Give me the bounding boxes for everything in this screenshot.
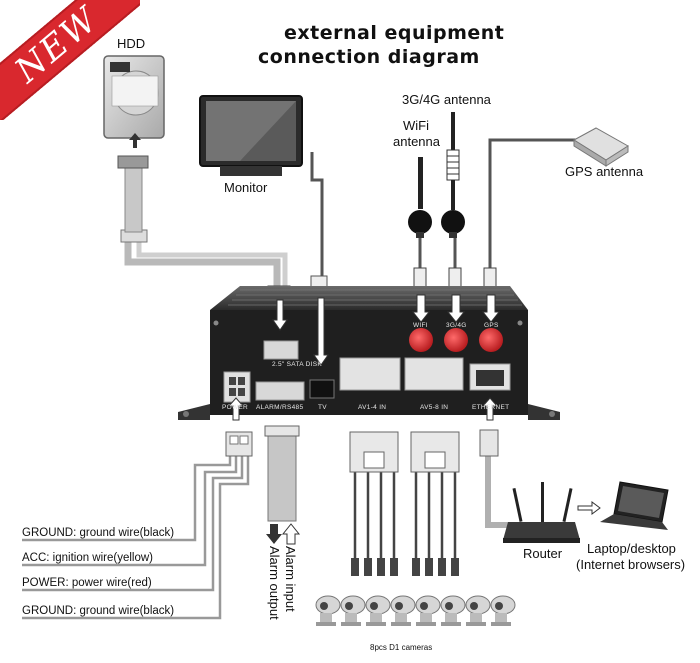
alarm-input-label: Alarm input (283, 546, 298, 612)
panel-gps-label: GPS (484, 322, 499, 329)
arrow-right-icon (577, 501, 601, 515)
laptop-icon (600, 481, 669, 530)
camera-icon (365, 595, 391, 626)
panel-wifi-label: WIFI (413, 322, 428, 329)
camera-row (315, 595, 516, 626)
antenna-3g4g-label: 3G/4G antenna (402, 92, 491, 107)
router-icon (503, 482, 580, 543)
title-line1: external equipment (284, 22, 505, 44)
gps-antenna-label: GPS antenna (565, 164, 644, 179)
cameras-label: 8pcs D1 cameras (370, 643, 433, 652)
antenna-3g4g-icon (441, 112, 465, 238)
wire-label-acc: ACC: ignition wire(yellow) (22, 552, 154, 564)
laptop-label-line2: (Internet browsers) (576, 557, 686, 572)
alarm-connector (264, 425, 300, 437)
panel-3g4g-label: 3G/4G (446, 322, 467, 329)
panel-av58-label: AV5-8 IN (420, 404, 449, 411)
wifi-antenna-label-line1: WiFi (403, 118, 429, 133)
dvr-device (178, 286, 560, 420)
arrow-down-icon (266, 524, 282, 544)
wifi-antenna-label-line2: antenna (393, 134, 440, 149)
camera-icon (440, 595, 466, 626)
gps-antenna-icon (573, 127, 629, 167)
title-line2: connection diagram (258, 46, 480, 68)
alarm-output-label: Alarm output (267, 546, 282, 620)
monitor-label: Monitor (224, 180, 268, 195)
camera-icon (340, 595, 366, 626)
panel-av14-label: AV1-4 IN (358, 404, 387, 411)
av-breakout (349, 431, 460, 473)
arrow-up-icon (129, 133, 141, 148)
laptop-label-line1: Laptop/desktop (587, 541, 676, 556)
panel-sata-label: 2.5" SATA DISK (272, 361, 322, 368)
camera-icon (465, 595, 491, 626)
router-label: Router (523, 546, 563, 561)
hdd-icon (103, 55, 165, 139)
camera-icon (315, 595, 341, 626)
wifi-antenna-icon (408, 157, 432, 238)
camera-icon (390, 595, 416, 626)
panel-tv-label: TV (318, 404, 327, 411)
cables (22, 138, 578, 620)
monitor-icon (199, 95, 303, 176)
panel-ethernet-label: ETHERNET (472, 404, 510, 411)
panel-power-label: POWER (222, 404, 249, 411)
hdd-label: HDD (117, 36, 146, 51)
power-connector (225, 431, 253, 457)
wire-label-power: POWER: power wire(red) (22, 577, 152, 589)
wire-label-ground-2: GROUND: ground wire(black) (22, 605, 175, 617)
camera-icon (415, 595, 441, 626)
camera-plugs (351, 558, 459, 576)
panel-alarm-label: ALARM/RS485 (256, 404, 304, 411)
insert-arrows (227, 294, 501, 421)
arrow-up-icon (281, 523, 301, 545)
wire-label-ground-1: GROUND: ground wire(black) (22, 527, 175, 539)
ethernet-plug (479, 429, 499, 457)
camera-icon (490, 595, 516, 626)
